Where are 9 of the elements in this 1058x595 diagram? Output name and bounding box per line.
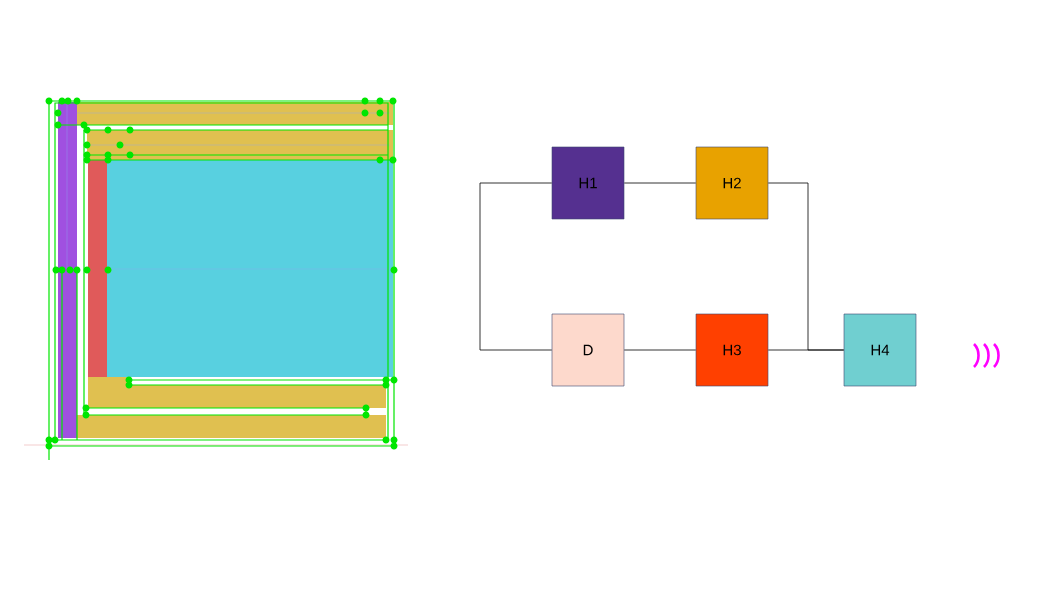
process-box: H3 xyxy=(695,313,769,387)
connector-line xyxy=(479,182,553,351)
process-box: H1 xyxy=(551,146,625,220)
process-box: D xyxy=(551,313,625,387)
connector-line xyxy=(623,349,697,351)
connector-line xyxy=(767,182,845,351)
connector-line xyxy=(623,182,697,184)
process-box: H4 xyxy=(843,313,917,387)
process-box: H2 xyxy=(695,146,769,220)
